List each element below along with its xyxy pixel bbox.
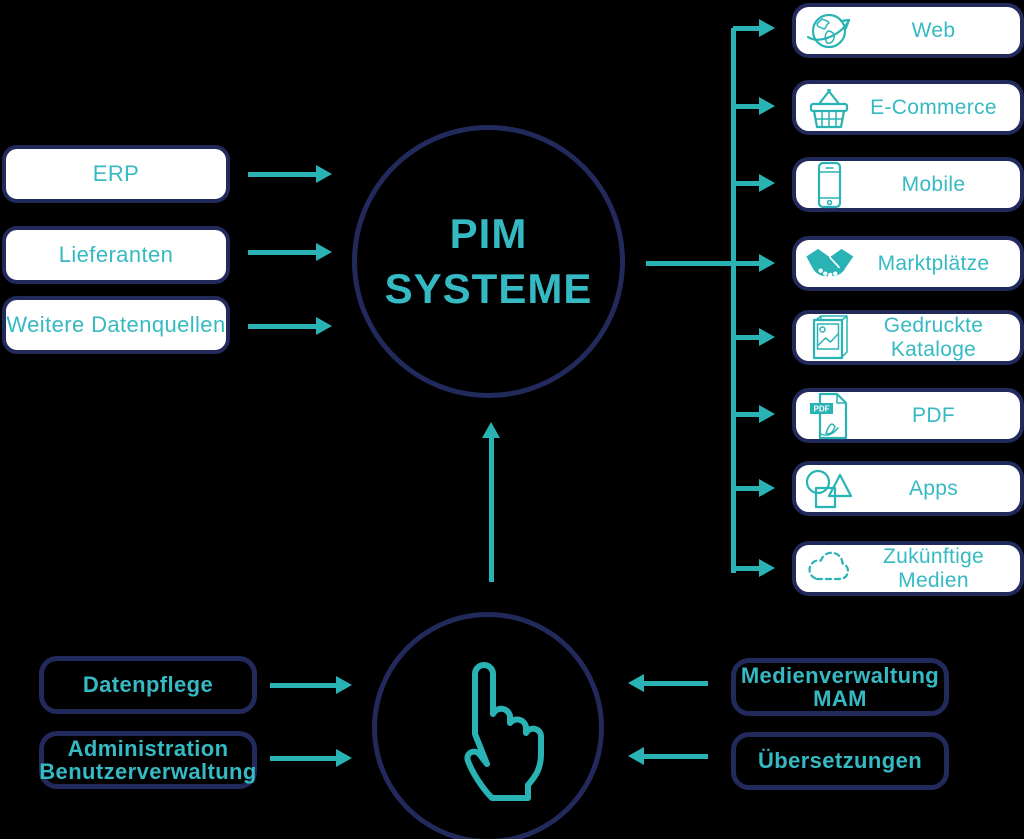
output-label: Zukünftige Medien [882, 544, 985, 592]
input-box-weitere-datenquellen: Weitere Datenquellen [2, 296, 230, 354]
output-box-gedruckte-kataloge: Gedruckte Kataloge [792, 310, 1024, 365]
arrow-to-pdf [733, 405, 775, 423]
arrow-bottom-circle-to-pim [482, 422, 500, 582]
arrow-medienverwaltung-to-circle [628, 674, 708, 692]
output-box-ecommerce: E-Commerce [792, 80, 1024, 135]
input-box-erp: ERP [2, 145, 230, 203]
arrow-to-apps [733, 479, 775, 497]
output-label: Mobile [901, 172, 966, 196]
smartphone-icon [803, 159, 855, 211]
arrow-to-zukuenftige-medien [733, 559, 775, 577]
output-label: PDF [912, 403, 955, 427]
bottom-box-datenpflege: Datenpflege [39, 656, 257, 714]
arrow-uebersetzungen-to-circle [628, 747, 708, 765]
bottom-label-line1: Administration [67, 735, 229, 761]
arrow-to-kataloge [733, 328, 775, 346]
globe-icon [803, 5, 855, 57]
output-label: Web [911, 18, 956, 42]
bottom-label: Datenpflege [82, 672, 214, 697]
bottom-box-administration: Administration Benutzerverwaltung [39, 731, 257, 789]
arrow-datenquellen-to-pim [248, 317, 332, 335]
shapes-icon [803, 463, 855, 515]
bottom-label-line2: MAM [813, 686, 867, 711]
input-label: Weitere Datenquellen [6, 312, 226, 337]
output-label: Marktplätze [877, 251, 990, 275]
dashed-cloud-icon [803, 543, 855, 595]
output-label: E-Commerce [870, 95, 997, 119]
bottom-box-uebersetzungen: Übersetzungen [731, 732, 949, 790]
handshake-icon [803, 238, 855, 290]
output-box-zukuenftige-medien: Zukünftige Medien [792, 541, 1024, 596]
bottom-box-medienverwaltung: Medienverwaltung MAM [731, 658, 949, 716]
output-box-apps: Apps [792, 461, 1024, 516]
output-label: Apps [908, 476, 959, 500]
output-label: Gedruckte Kataloge [883, 313, 984, 361]
arrow-pim-to-marktplaetze [646, 254, 775, 272]
arrow-administration-to-circle [270, 749, 352, 767]
catalog-icon [803, 312, 855, 364]
arrow-to-mobile [733, 174, 775, 192]
output-box-web: Web [792, 3, 1024, 58]
arrow-datenpflege-to-circle [270, 676, 352, 694]
input-label: ERP [92, 161, 140, 186]
svg-text:PDF: PDF [814, 404, 830, 413]
shopping-basket-icon [803, 82, 855, 134]
pim-title-line1: PIM [449, 209, 528, 257]
output-box-mobile: Mobile [792, 157, 1024, 212]
output-box-marktplaetze: Marktplätze [792, 236, 1024, 291]
input-box-lieferanten: Lieferanten [2, 226, 230, 284]
arrow-lieferanten-to-pim [248, 243, 332, 261]
bottom-label-line2: Benutzerverwaltung [39, 759, 257, 784]
output-branch-line [731, 28, 736, 573]
bottom-label: Übersetzungen [757, 748, 923, 773]
arrow-erp-to-pim [248, 165, 332, 183]
user-interaction-circle [372, 612, 604, 839]
pim-systeme-title: PIM SYSTEME [385, 207, 593, 316]
pdf-file-icon: PDF [803, 390, 855, 442]
pim-title-line2: SYSTEME [384, 264, 593, 312]
arrow-to-ecommerce [733, 97, 775, 115]
input-label: Lieferanten [58, 242, 174, 267]
bottom-label: Administration Benutzerverwaltung [39, 737, 256, 783]
arrow-to-web [733, 19, 775, 37]
pim-systeme-circle: PIM SYSTEME [352, 125, 625, 398]
output-box-pdf: PDF PDF [792, 388, 1024, 443]
bottom-label-line1: Medienverwaltung [740, 662, 940, 688]
hand-pointer-icon [423, 650, 553, 820]
bottom-label: Medienverwaltung MAM [741, 664, 939, 710]
